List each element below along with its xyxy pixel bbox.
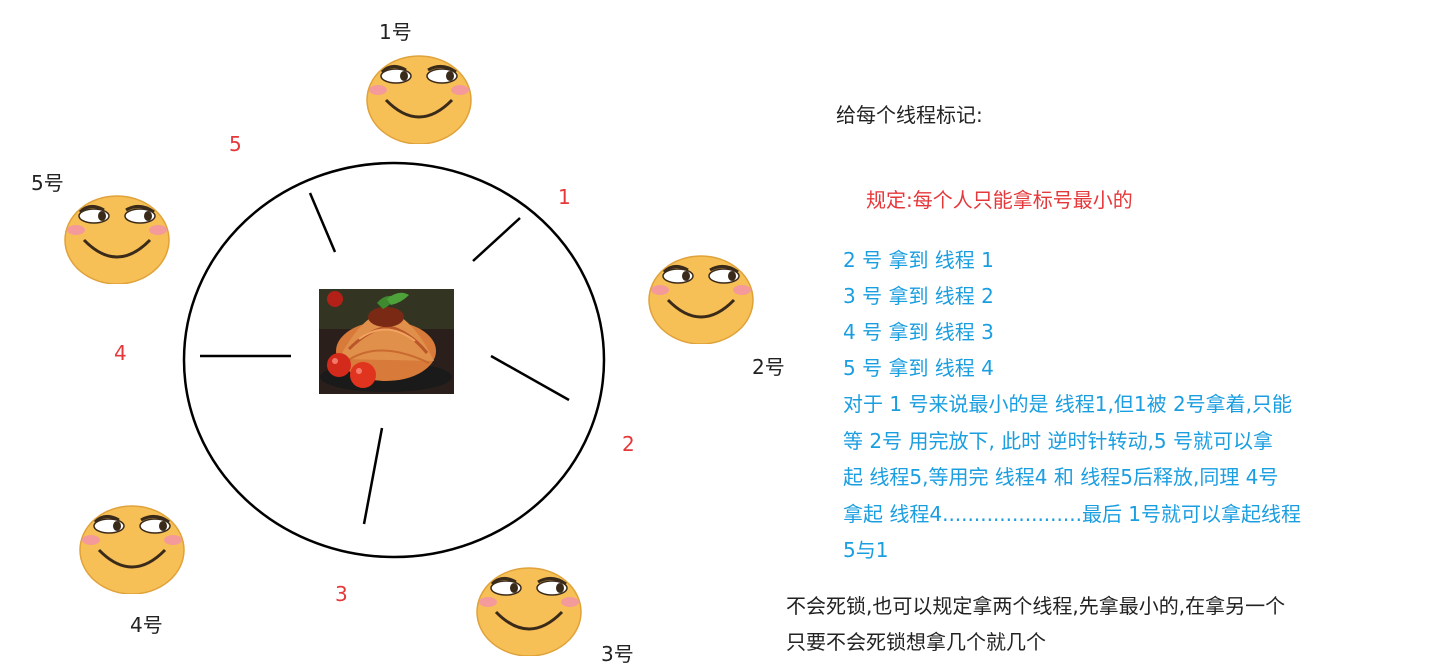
chopstick-label-2: 2 bbox=[622, 432, 635, 456]
explanation-paragraph: 对于 1 号来说最小的是 线程1,但1被 2号拿着,只能 等 2号 用完放下, … bbox=[843, 386, 1313, 569]
conclusion-line: 只要不会死锁想拿几个就几个 bbox=[786, 630, 1046, 654]
grinning-emoji-face-icon bbox=[366, 55, 472, 144]
step-line: 5 号 拿到 线程 4 bbox=[843, 356, 994, 380]
rule-text: 规定:每个人只能拿标号最小的 bbox=[866, 188, 1133, 212]
chopstick-1 bbox=[472, 217, 521, 262]
grinning-emoji-face-icon bbox=[648, 255, 754, 344]
chopstick-5 bbox=[308, 192, 337, 253]
notes-title: 给每个线程标记: bbox=[836, 103, 983, 127]
assignment-steps: 2 号 拿到 线程 1 3 号 拿到 线程 2 4 号 拿到 线程 3 5 号 … bbox=[843, 242, 1313, 386]
explanation-line: 起 线程5,等用完 线程4 和 线程5后释放,同理 4号 bbox=[843, 465, 1279, 489]
step-line: 2 号 拿到 线程 1 bbox=[843, 248, 994, 272]
step-line: 3 号 拿到 线程 2 bbox=[843, 284, 994, 308]
philosopher-label-3: 3号 bbox=[601, 642, 634, 666]
conclusion-line: 不会死锁,也可以规定拿两个线程,先拿最小的,在拿另一个 bbox=[786, 594, 1286, 618]
chopstick-3 bbox=[362, 427, 384, 525]
explanation-line: 拿起 线程4......................最后 1号就可以拿起线程 bbox=[843, 501, 1302, 526]
explanation-line: 等 2号 用完放下, 此时 逆时针转动,5 号就可以拿 bbox=[843, 428, 1273, 453]
philosopher-label-4: 4号 bbox=[130, 613, 163, 637]
chopstick-label-5: 5 bbox=[229, 132, 242, 156]
table-circle bbox=[182, 161, 606, 559]
chopstick-2 bbox=[490, 354, 570, 402]
grinning-emoji-face-icon bbox=[64, 195, 170, 284]
explanation-line: 5与1 bbox=[843, 538, 889, 562]
chopstick-label-1: 1 bbox=[558, 185, 571, 209]
philosopher-label-5: 5号 bbox=[31, 171, 64, 195]
grinning-emoji-face-icon bbox=[476, 567, 582, 656]
philosopher-label-1: 1号 bbox=[379, 20, 412, 44]
conclusion-text: 不会死锁,也可以规定拿两个线程,先拿最小的,在拿另一个 只要不会死锁想拿几个就几… bbox=[786, 588, 1346, 660]
chopstick-label-3: 3 bbox=[335, 582, 348, 606]
philosopher-label-2: 2号 bbox=[752, 355, 785, 379]
step-line: 4 号 拿到 线程 3 bbox=[843, 320, 994, 344]
chopstick-label-4: 4 bbox=[114, 341, 127, 365]
grinning-emoji-face-icon bbox=[79, 505, 185, 594]
spaghetti-plate-icon bbox=[319, 289, 454, 394]
explanation-line: 对于 1 号来说最小的是 线程1,但1被 2号拿着,只能 bbox=[843, 392, 1293, 416]
